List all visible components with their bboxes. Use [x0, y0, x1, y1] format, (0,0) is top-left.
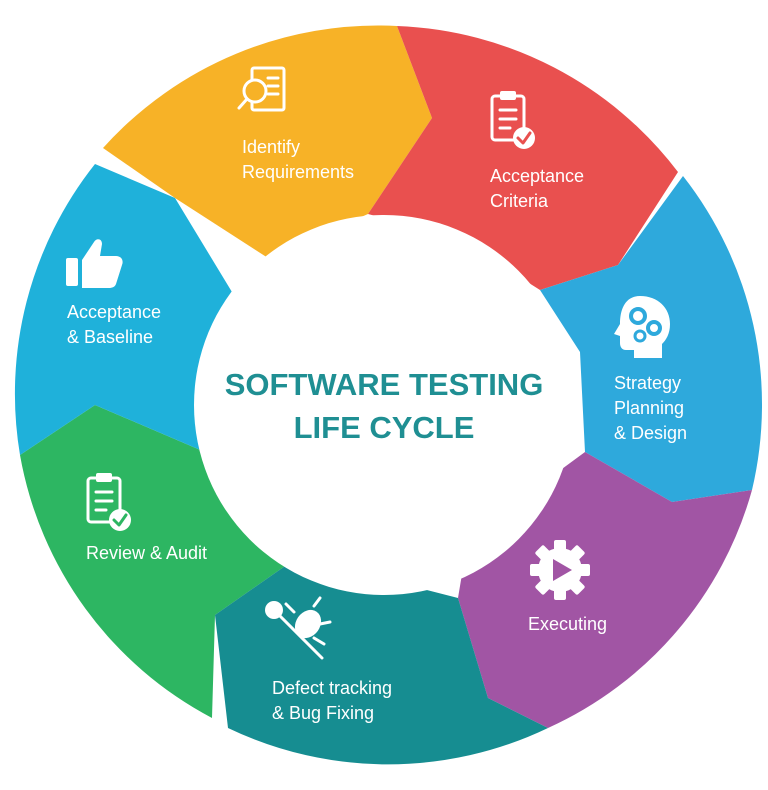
clipboard-check-icon [490, 91, 535, 149]
icons-layer [66, 66, 670, 660]
cycle-segments [14, 25, 763, 765]
head-gears-icon [614, 296, 670, 358]
document-search-icon [237, 66, 286, 112]
label-defect: Defect tracking & Bug Fixing [272, 678, 397, 723]
segment-acceptance-criteria [368, 26, 678, 290]
gear-play-icon [530, 540, 590, 600]
center-disc [194, 215, 574, 595]
segment-baseline [14, 164, 235, 455]
label-identify: Identify Requirements [242, 137, 354, 182]
label-review: Review & Audit [86, 543, 207, 563]
center-title-line1: SOFTWARE TESTING [225, 367, 544, 402]
labels-layer: Identify Requirements Acceptance Criteri… [67, 137, 689, 723]
label-executing: Executing [528, 614, 607, 634]
clipboard-check-icon [86, 473, 131, 531]
label-strategy: Strategy Planning & Design [614, 373, 689, 443]
center-title-line2: LIFE CYCLE [294, 410, 475, 445]
segment-defect [215, 557, 548, 765]
thumbs-up-icon [66, 239, 123, 288]
label-acceptance-criteria: Acceptance Criteria [490, 166, 589, 211]
label-baseline: Acceptance & Baseline [67, 302, 166, 347]
wrench-bug-icon [265, 596, 332, 660]
segment-identify [103, 25, 432, 259]
